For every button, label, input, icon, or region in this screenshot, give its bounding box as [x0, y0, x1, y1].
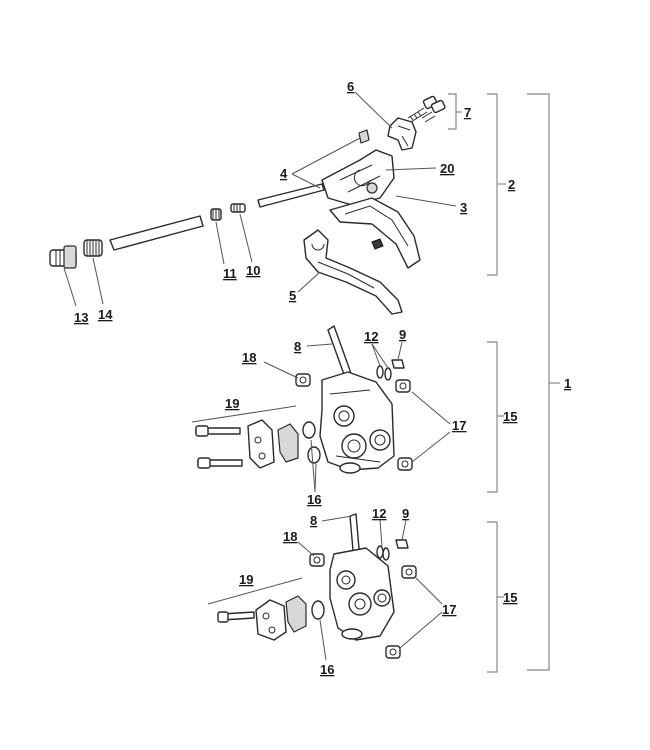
- bleed-screw-9-lower: [395, 539, 409, 549]
- leader-lines: [63, 91, 457, 661]
- lever-blade-5: [303, 229, 403, 315]
- bracket-1: [527, 93, 550, 671]
- callout-17-lower: 17: [442, 602, 456, 617]
- pad-19-lower-a: [255, 599, 287, 641]
- callout-2: 2: [508, 177, 515, 192]
- callout-12-lower: 12: [372, 506, 386, 521]
- clamp-6: [387, 117, 417, 151]
- callout-15-lower: 15: [503, 590, 517, 605]
- bracket-15-lower: [487, 521, 498, 673]
- compression-nut-13: [49, 245, 77, 269]
- callout-19-upper: 19: [225, 396, 239, 411]
- pad-19-upper-b: [277, 423, 299, 463]
- screw-top: [358, 129, 370, 144]
- oring-12-lower-a: [376, 545, 384, 559]
- callout-4: 4: [280, 166, 288, 181]
- bolt-18-lower: [309, 553, 325, 567]
- washer-16-upper-b: [307, 446, 321, 464]
- callout-16-upper: 16: [307, 492, 321, 507]
- bolt-17-lower-a: [401, 565, 417, 579]
- callout-8-upper: 8: [294, 339, 301, 354]
- bolt-17-lower-b: [385, 645, 401, 659]
- caliper-lower: [207, 513, 417, 659]
- assembly-brackets: [448, 93, 560, 673]
- oring-12-lower-b: [382, 547, 390, 561]
- callout-18-upper: 18: [242, 350, 256, 365]
- callout-10: 10: [246, 263, 260, 278]
- pad-19-upper-a: [247, 419, 275, 469]
- oring-12-upper-b: [384, 367, 392, 381]
- bleed-screw-9-upper: [391, 359, 405, 369]
- callout-9-lower: 9: [402, 506, 409, 521]
- callout-11: 11: [223, 266, 237, 281]
- callout-9-upper: 9: [399, 327, 406, 342]
- callout-17-upper: 17: [452, 418, 466, 433]
- hose: [109, 215, 204, 251]
- callout-12-upper: 12: [364, 329, 378, 344]
- push-rod: [257, 183, 325, 208]
- fitting-14: [83, 239, 103, 257]
- washer-16-lower: [311, 600, 325, 620]
- washer-16-upper-a: [302, 421, 316, 439]
- bracket-7: [448, 93, 457, 130]
- callout-8-lower: 8: [310, 513, 317, 528]
- lever-assembly: [49, 95, 446, 315]
- grub-screw: [371, 238, 384, 250]
- callout-20: 20: [440, 161, 454, 176]
- insert-10: [230, 203, 246, 213]
- callout-1: 1: [564, 376, 571, 391]
- lever-body-20: [321, 149, 395, 206]
- callout-14: 14: [98, 307, 113, 322]
- callout-labels: 1 2 3 4 5 6 7 8 8 9 9 10 11 12 12 13 14 …: [74, 79, 571, 677]
- callout-19-lower: 19: [239, 572, 253, 587]
- lever-blade-3: [329, 197, 421, 269]
- caliper-upper: [191, 325, 413, 474]
- callout-15-upper: 15: [503, 409, 517, 424]
- callout-7: 7: [464, 105, 471, 120]
- callout-18-lower: 18: [283, 529, 297, 544]
- pad-19-lower-b: [285, 595, 307, 633]
- bolt-18-upper: [295, 373, 311, 387]
- callout-13: 13: [74, 310, 88, 325]
- callout-16-lower: 16: [320, 662, 334, 677]
- bracket-2: [487, 93, 498, 276]
- callout-5: 5: [289, 288, 296, 303]
- screw-7-b: [421, 99, 446, 123]
- bracket-15-upper: [487, 341, 498, 493]
- bolt-17-upper-b: [397, 457, 413, 471]
- oring-12-upper-a: [376, 365, 384, 379]
- callout-3: 3: [460, 200, 467, 215]
- bolt-17-upper-a: [395, 379, 411, 393]
- callout-6: 6: [347, 79, 354, 94]
